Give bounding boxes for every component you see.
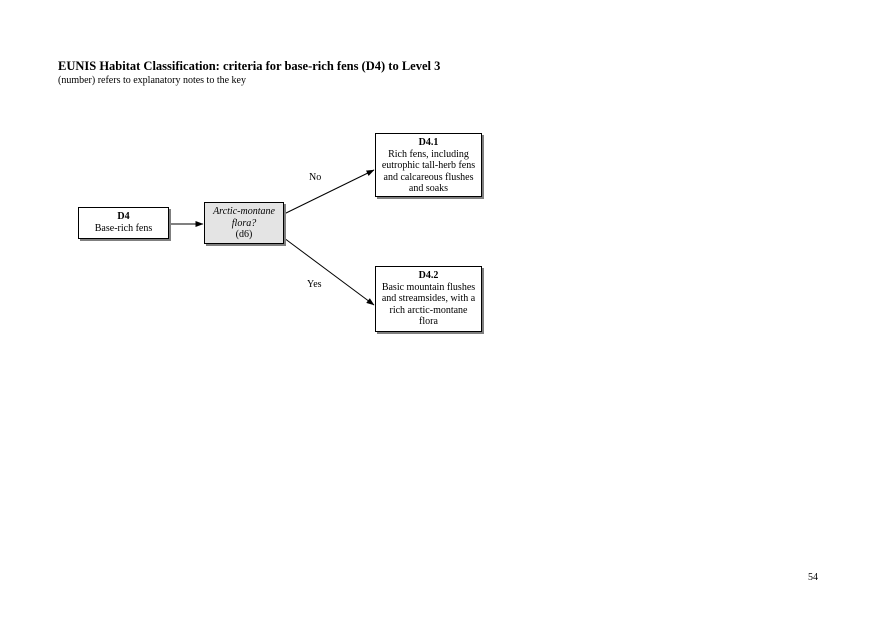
page-number: 54 <box>808 572 818 583</box>
node-d4-2-line-3: rich arctic-montane <box>389 304 468 316</box>
node-d4-code: D4 <box>117 211 130 222</box>
decision-question-line-1: Arctic-montane <box>213 206 275 217</box>
node-d4-1: D4.1 Rich fens, including eutrophic tall… <box>375 133 482 197</box>
node-d4-2-line-4: flora <box>419 316 438 327</box>
page-subtitle: (number) refers to explanatory notes to … <box>58 75 246 86</box>
node-d4-2-line-2: and streamsides, with a <box>381 293 476 304</box>
node-d4-text: Base-rich fens <box>94 222 153 234</box>
decision-arctic-montane: Arctic-montane flora? (d6) <box>204 202 284 244</box>
decision-question-line-2: flora? <box>231 217 257 229</box>
node-d4-1-line-2: eutrophic tall-herb fens <box>381 160 476 171</box>
arrow-no-branch <box>283 169 375 215</box>
page-title: EUNIS Habitat Classification: criteria f… <box>58 59 441 73</box>
node-d4-1-line-3: and calcareous flushes <box>383 171 474 183</box>
node-d4-1-code: D4.1 <box>418 137 439 148</box>
node-d4-2-line-1: Basic mountain flushes <box>381 281 476 293</box>
branch-label-yes: Yes <box>307 279 322 290</box>
node-d4-2-code: D4.2 <box>418 270 439 281</box>
branch-label-no: No <box>309 172 322 183</box>
node-d4-1-line-1: Rich fens, including <box>388 148 469 160</box>
decision-note: (d6) <box>235 229 253 240</box>
arrow-yes-branch <box>283 237 375 306</box>
node-d4: D4 Base-rich fens <box>78 207 169 239</box>
node-d4-2: D4.2 Basic mountain flushes and streamsi… <box>375 266 482 332</box>
node-d4-1-line-4: and soaks <box>408 183 449 194</box>
